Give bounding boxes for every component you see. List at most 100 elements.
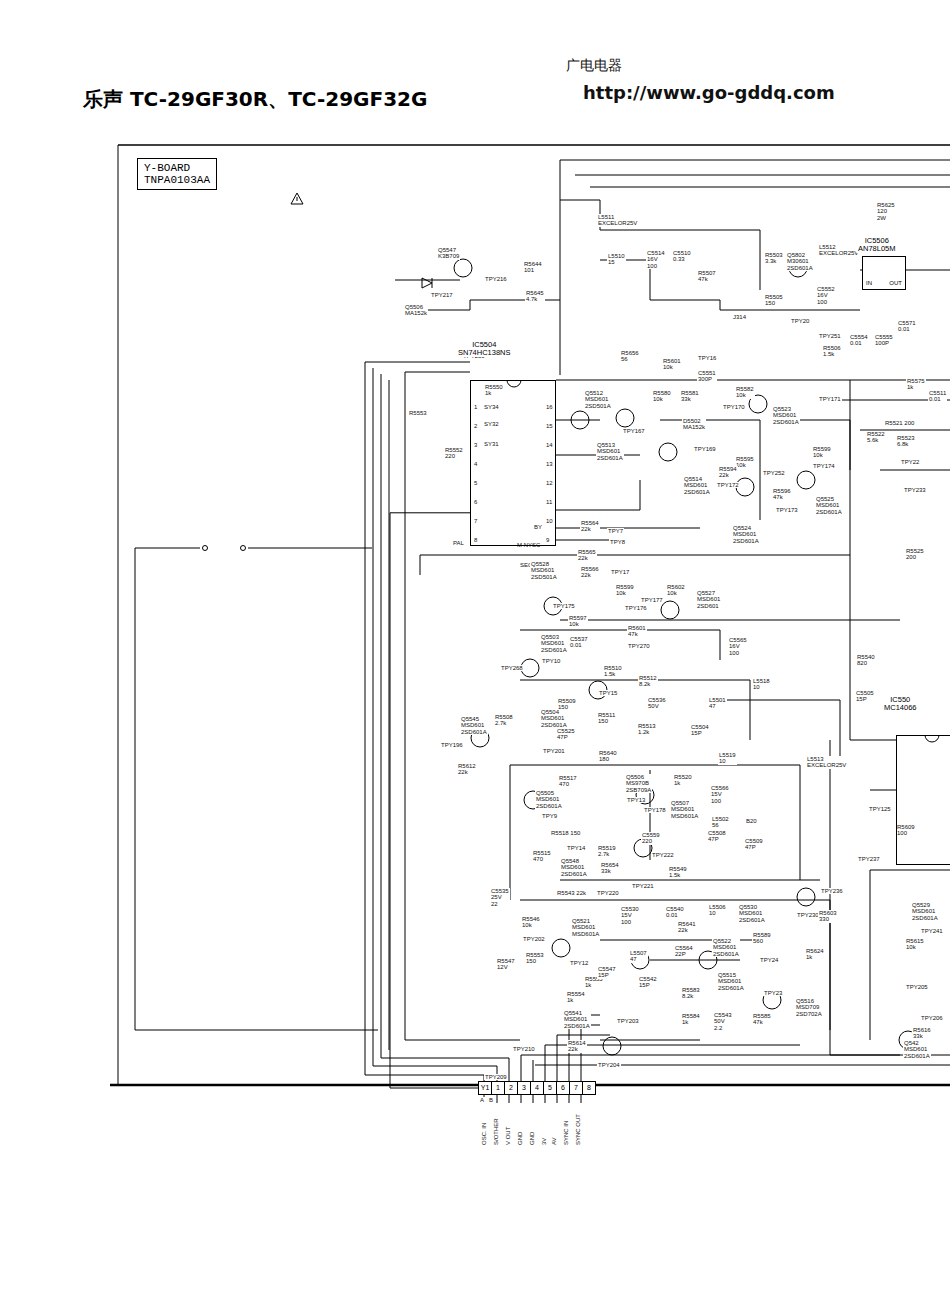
part-label: R5515 470 xyxy=(532,850,552,863)
part-label: R5602 10k xyxy=(666,584,686,597)
wire-line xyxy=(389,380,390,1050)
part-label: L5518 10 xyxy=(752,678,771,691)
wire-line xyxy=(520,900,830,1030)
wire-line xyxy=(297,197,298,201)
part-label: TPY170 xyxy=(722,404,746,410)
part-label: C5564 22P xyxy=(674,945,694,958)
transistor-symbol xyxy=(241,546,246,551)
part-label: SY34 xyxy=(483,404,500,410)
part-label: Q5529 MSD601 2SD601A xyxy=(911,902,939,921)
connector-block: Y112345678 xyxy=(478,1081,596,1095)
chip-notch xyxy=(506,380,522,388)
part-label: TPY12 xyxy=(569,960,589,966)
part-label: Q5521 MSD601 MSD601A xyxy=(571,918,600,937)
wire-line xyxy=(560,880,820,881)
part-label: C5508 47P xyxy=(707,830,727,843)
pin-number: 1 xyxy=(492,1082,505,1094)
part-label: R5506 1.5k xyxy=(822,345,842,358)
part-label: J314 xyxy=(732,314,747,320)
wire-line xyxy=(373,368,497,1081)
part-label: TPY270 xyxy=(627,643,651,649)
part-label: R5553 xyxy=(408,410,428,416)
transistor-symbol xyxy=(659,443,677,461)
wire-line xyxy=(600,260,860,310)
wire-line xyxy=(850,380,896,740)
part-label: 8 xyxy=(473,537,478,543)
part-label: Q5522 MSD601 2SD601A xyxy=(712,938,740,957)
part-label: SYNC OUT xyxy=(575,1113,581,1146)
wire-line xyxy=(557,1035,610,1036)
part-label: C5542 15P xyxy=(638,976,658,989)
part-label: R5609 100 xyxy=(896,824,916,837)
node-text: IC5506 AN78L05M xyxy=(857,237,897,254)
part-label: TPY22 xyxy=(900,459,920,465)
part-label: L5512 EXCELOR25V xyxy=(818,244,859,257)
part-label: Q5541 MSD601 2SD601A xyxy=(563,1010,591,1029)
wire-line xyxy=(545,1095,546,1103)
page-title: 乐声 TC-29GF30R、TC-29GF32G xyxy=(83,86,427,113)
part-label: R5503 3.3k xyxy=(764,252,784,265)
wire-line xyxy=(560,160,561,375)
part-label: R5641 22k xyxy=(677,921,697,934)
part-label: C5535 25V 22 xyxy=(490,888,510,907)
part-label: TPY202 xyxy=(522,936,546,942)
part-label: C5543 50V 2.2 xyxy=(713,1012,733,1031)
part-label: TPY210 xyxy=(512,1046,536,1052)
part-label: Q5527 MSD601 2SD601 xyxy=(696,590,721,609)
pin-number: 5 xyxy=(544,1082,557,1094)
part-label: TPY203 xyxy=(616,1018,640,1024)
part-label: R5508 2.7k xyxy=(494,714,514,727)
part-label: L5510 15 xyxy=(607,253,626,266)
pin-number: 8 xyxy=(583,1082,595,1094)
part-label: R5645 4.7k xyxy=(525,290,545,303)
part-label: 2 xyxy=(473,423,478,429)
part-label: TPY172 xyxy=(716,482,740,488)
wire-line xyxy=(590,187,950,188)
wire-line xyxy=(556,528,700,529)
part-label: C5571 0.01 xyxy=(897,320,917,333)
wire-line xyxy=(560,200,760,290)
part-label: BY xyxy=(533,524,543,530)
part-label: R5603 330 xyxy=(818,910,838,923)
wire-line xyxy=(381,374,509,1081)
part-label: C5537 0.01 xyxy=(569,636,589,649)
part-label: R5564 22k xyxy=(580,520,600,533)
part-label: TPY171 xyxy=(818,396,842,402)
part-label: TPY217 xyxy=(430,292,454,298)
part-label: C5555 100P xyxy=(874,334,894,347)
ic-box: IC550 MC14066 xyxy=(896,735,950,865)
wire-line xyxy=(569,1025,570,1081)
part-label: L5506 10 xyxy=(708,904,727,917)
wire-line xyxy=(422,278,432,288)
connector-line xyxy=(390,513,478,1088)
part-label: C5565 16V 100 xyxy=(728,637,748,656)
node-text: OUT xyxy=(889,280,902,286)
part-label: TPY236 xyxy=(820,888,844,894)
part-label: Q5547 K3B709 xyxy=(437,247,460,260)
part-label: TPY241 xyxy=(920,928,944,934)
part-label: R5615 10k xyxy=(905,938,925,951)
part-label: R5505 150 xyxy=(764,294,784,307)
part-label: R5614 22k xyxy=(567,1040,587,1053)
part-label: Q5516 MSD709 2SD702A xyxy=(795,998,823,1017)
wire-line xyxy=(870,870,871,1040)
part-label: TPY268 xyxy=(500,665,524,671)
part-label: R5595 10k xyxy=(735,456,755,469)
transistor-symbol xyxy=(661,601,679,619)
part-label: R5552 220 xyxy=(444,447,464,460)
part-label: TPY7 xyxy=(607,528,624,534)
part-label: A xyxy=(479,1097,485,1103)
part-label: R5547 12V xyxy=(496,958,516,971)
part-label: TPY201 xyxy=(542,748,566,754)
part-label: AV xyxy=(551,1136,557,1146)
part-label: TPY10 xyxy=(541,658,561,664)
part-label: L5507 47 xyxy=(629,950,648,963)
wire-line xyxy=(556,540,612,541)
part-label: TPY233 xyxy=(903,487,927,493)
part-label: 3V xyxy=(541,1137,547,1146)
part-label: 6 xyxy=(473,499,478,505)
part-label: TPY220 xyxy=(596,890,620,896)
part-label: R5520 1k xyxy=(673,774,693,787)
part-label: TPY16 xyxy=(697,355,717,361)
